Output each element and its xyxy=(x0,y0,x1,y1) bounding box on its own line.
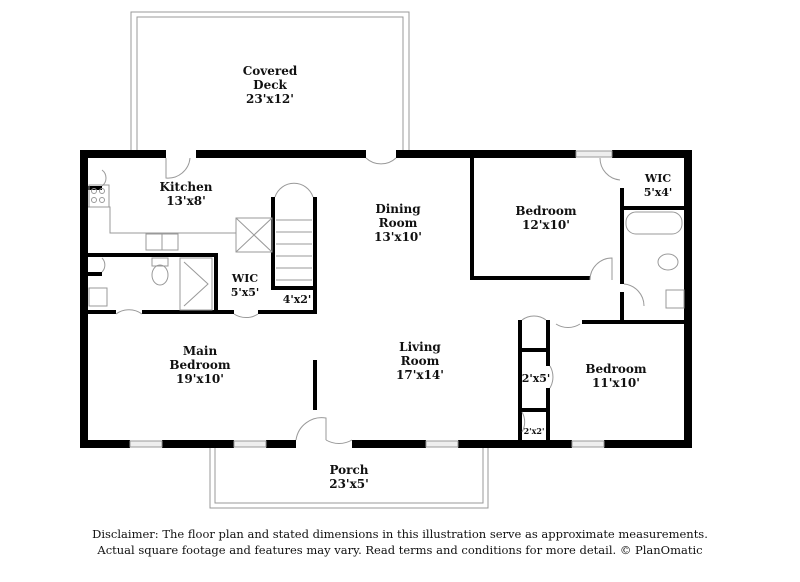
exterior-walls xyxy=(80,150,692,448)
room-label-living-room: Living Room 17'x14' xyxy=(396,340,444,382)
porch-outline xyxy=(209,446,489,509)
room-label-porch: Porch 23'x5' xyxy=(329,463,369,491)
disclaimer-line-1: Disclaimer: The floor plan and stated di… xyxy=(92,527,708,541)
room-label-dining-room: Dining Room 13'x10' xyxy=(374,202,422,244)
room-label-main-bedroom: Main Bedroom 19'x10' xyxy=(169,344,231,386)
room-label-bedroom-2: Bedroom 11'x10' xyxy=(585,362,647,390)
windows xyxy=(129,150,613,448)
room-label-closet-2x5: 2'x5' xyxy=(521,372,551,385)
room-label-bedroom-1: Bedroom 12'x10' xyxy=(515,204,577,232)
covered-deck-outline xyxy=(130,11,410,150)
room-label-wic-2: WIC 5'x5' xyxy=(230,272,260,299)
disclaimer-line-2: Actual square footage and features may v… xyxy=(97,543,703,557)
fixtures xyxy=(88,184,685,311)
interior-walls xyxy=(88,158,684,440)
room-label-closet-2x2: 2'x2' xyxy=(523,426,545,436)
room-label-wic-1: WIC 5'x4' xyxy=(643,172,673,199)
room-label-closet-4x2: 4'x2' xyxy=(282,293,312,306)
room-label-kitchen: Kitchen 13'x8' xyxy=(159,180,213,208)
room-label-covered-deck: Covered Deck 23'x12' xyxy=(242,64,298,106)
doors xyxy=(101,157,645,444)
